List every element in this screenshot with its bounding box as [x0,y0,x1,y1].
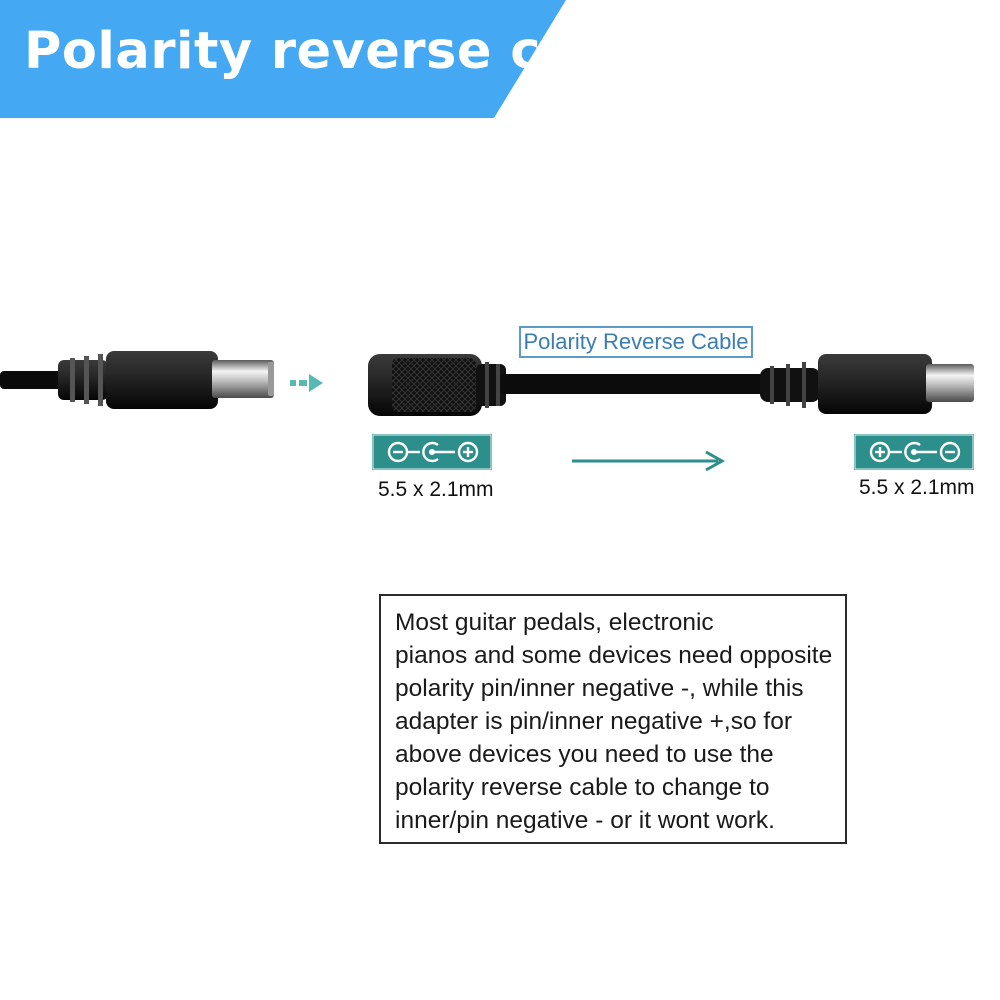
title-banner: Polarity reverse cable [0,0,1000,120]
direction-arrow-icon [572,450,726,472]
left-male-plug [0,351,274,409]
note-line: polarity reverse cable to change to [395,774,770,801]
insert-arrow-icon [290,374,323,392]
explanation-note: Most guitar pedals, electronic pianos an… [379,594,847,844]
note-line: inner/pin negative - or it wont work. [395,807,775,834]
left-dimension: 5.5 x 2.1mm [378,478,494,501]
positive-center-negative-icon [854,434,974,470]
right-dimension: 5.5 x 2.1mm [859,476,975,499]
cable-label: Polarity Reverse Cable [519,326,753,358]
note-line: Most guitar pedals, electronic [395,609,714,636]
note-line: above devices you need to use the [395,741,774,768]
reverse-cable [368,354,974,416]
banner-title: Polarity reverse cable [24,22,666,81]
note-line: pianos and some devices need opposite [395,642,833,669]
note-line: adapter is pin/inner negative +,so for [395,708,793,735]
banner-shape [0,0,566,118]
note-line: polarity pin/inner negative -, while thi… [395,675,804,702]
negative-center-positive-icon [372,434,492,470]
